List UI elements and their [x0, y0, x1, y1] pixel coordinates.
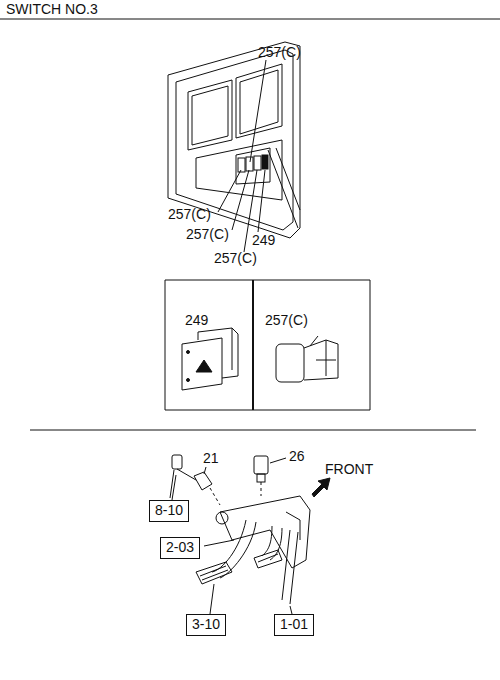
- callout-number: 3-10: [192, 616, 220, 632]
- callout-number: 2-03: [166, 539, 194, 555]
- callout-number: 257(C): [168, 206, 211, 222]
- callout-number: 257(C): [265, 312, 308, 328]
- callout-number: 249: [252, 232, 275, 248]
- callout-number: 8-10: [155, 502, 183, 518]
- reference-box: 2-03: [160, 537, 200, 559]
- callout-number: 249: [185, 312, 208, 328]
- reference-box: 1-01: [274, 614, 314, 636]
- inset-panel: 249: [165, 280, 253, 410]
- callout-number: 257(C): [186, 226, 229, 242]
- callout-number: 257(C): [258, 44, 301, 60]
- direction-label: FRONT: [325, 461, 373, 477]
- inset-panel: 257(C): [253, 280, 370, 410]
- callout-number: 21: [203, 450, 219, 466]
- page-title: SWITCH NO.3: [6, 1, 98, 17]
- callout-number: 257(C): [214, 250, 257, 266]
- callout-number: 1-01: [280, 616, 308, 632]
- reference-box: 8-10: [149, 500, 189, 522]
- reference-box: 3-10: [186, 614, 226, 636]
- callout-number: 26: [289, 448, 305, 464]
